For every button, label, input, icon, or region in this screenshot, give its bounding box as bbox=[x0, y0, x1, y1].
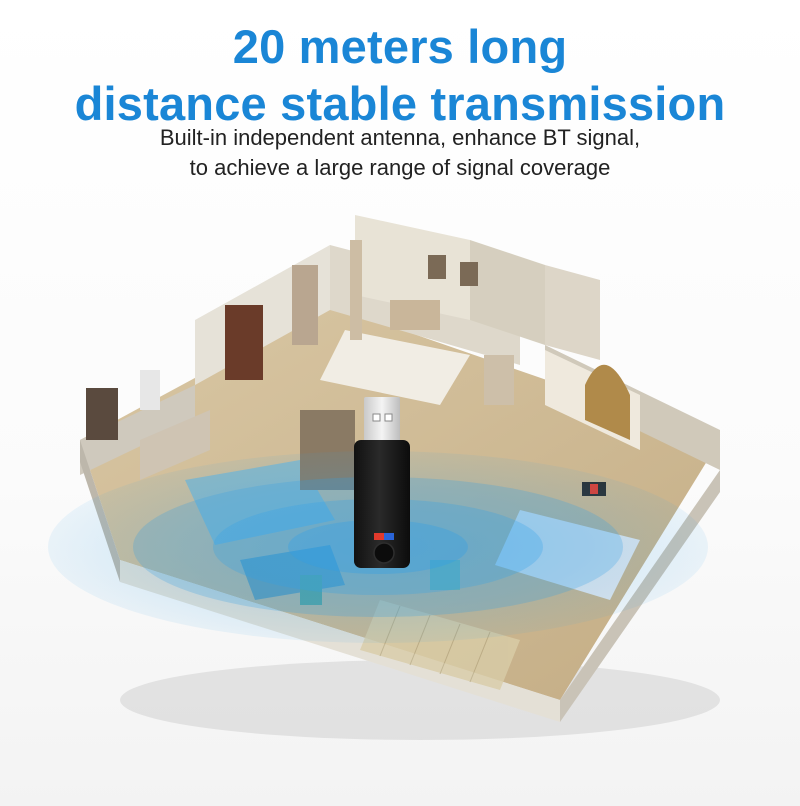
usb-connector bbox=[364, 397, 400, 445]
bedroom-top bbox=[292, 240, 478, 405]
subheadline-line-1: Built-in independent antenna, enhance BT… bbox=[159, 125, 641, 150]
led-blue bbox=[384, 533, 394, 540]
bathroom-left bbox=[86, 305, 263, 480]
bluetooth-usb-dongle bbox=[354, 397, 410, 568]
led-red bbox=[374, 533, 384, 540]
headline-line-2: distance stable transmission bbox=[74, 77, 726, 130]
dongle-body bbox=[354, 440, 410, 568]
subheadline-line-2: to achieve a large range of signal cover… bbox=[189, 155, 611, 180]
headline-line-1: 20 meters long bbox=[232, 20, 568, 73]
dongle-button bbox=[373, 542, 395, 564]
subheadline: Built-in independent antenna, enhance BT… bbox=[0, 123, 800, 183]
headline: 20 meters long distance stable transmiss… bbox=[0, 18, 800, 132]
